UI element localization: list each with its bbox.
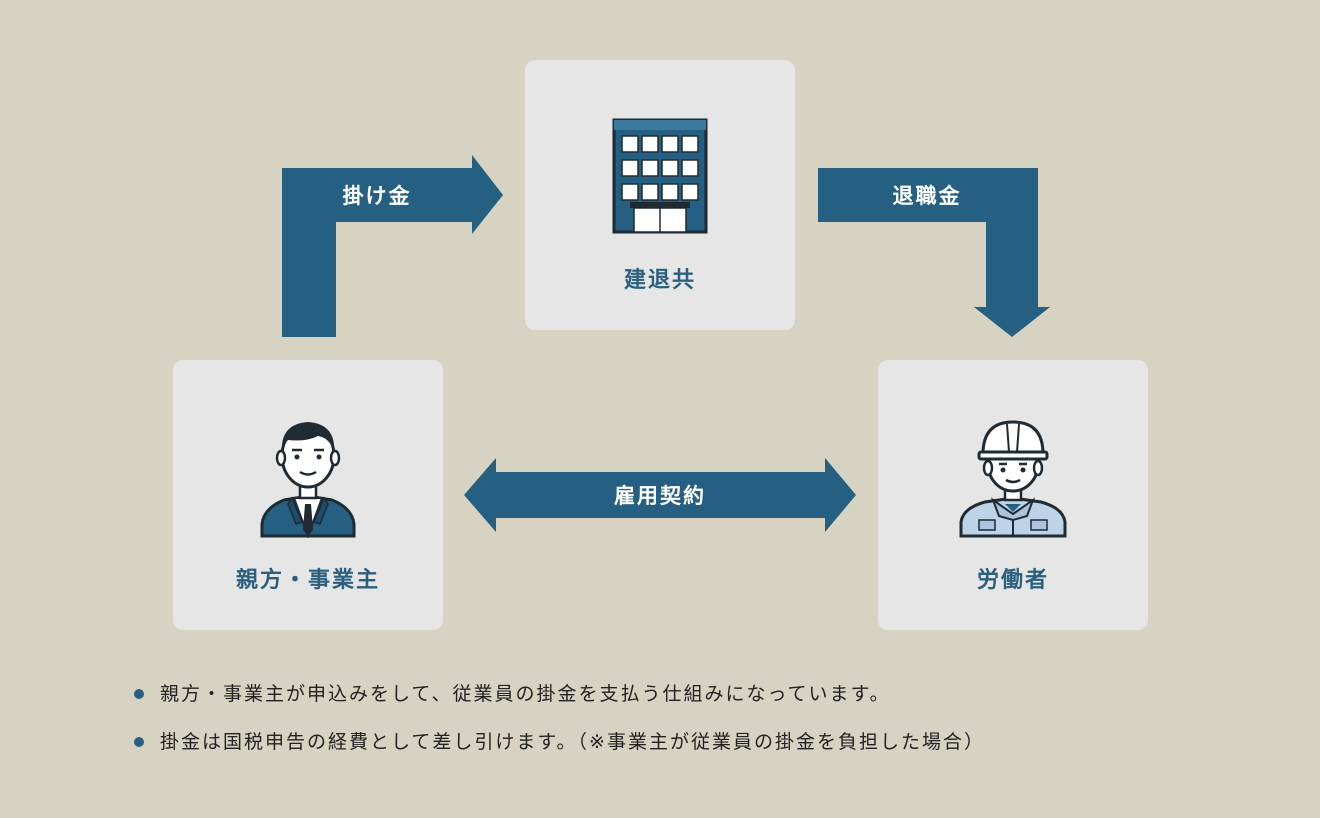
note-text: 掛金は国税申告の経費として差し引けます。（※事業主が従業員の掛金を負担した場合） [160, 731, 985, 753]
construction-worker-icon [959, 420, 1067, 538]
employer-box: 親方・事業主 [173, 360, 443, 630]
employment-contract-label: 雇用契約 [614, 484, 706, 508]
employment-contract-arrow [464, 458, 856, 532]
note-item: 掛金は国税申告の経費として差し引けます。（※事業主が従業員の掛金を負担した場合） [132, 724, 985, 772]
businessman-icon [260, 422, 356, 538]
retirement-label: 退職金 [892, 184, 962, 208]
kentaikyo-label: 建退共 [623, 268, 696, 293]
note-item: 親方・事業主が申込みをして、従業員の掛金を支払う仕組みになっています。 [132, 676, 985, 724]
worker-label: 労働者 [976, 568, 1049, 593]
retirement-arrow [818, 168, 1050, 337]
worker-box: 労働者 [878, 360, 1148, 630]
kentaikyo-box: 建退共 [525, 60, 795, 330]
bullet-dot [134, 689, 144, 699]
contribution-label: 掛け金 [342, 184, 412, 208]
note-text: 親方・事業主が申込みをして、従業員の掛金を支払う仕組みになっています。 [160, 683, 891, 705]
office-building-icon [612, 118, 708, 234]
employer-label: 親方・事業主 [235, 568, 380, 593]
bullet-dot [134, 737, 144, 747]
contribution-arrow [282, 155, 503, 337]
notes-list: 親方・事業主が申込みをして、従業員の掛金を支払う仕組みになっています。 掛金は国… [132, 676, 985, 772]
